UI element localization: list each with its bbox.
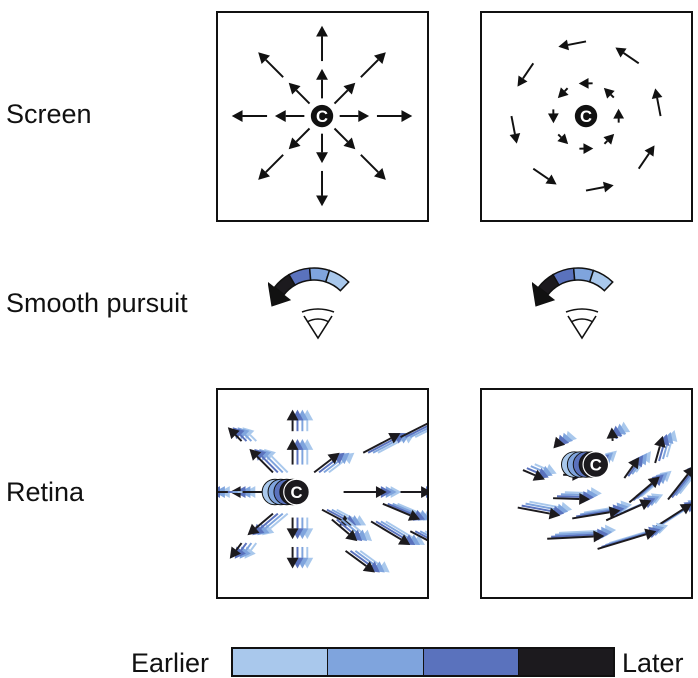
- rotation-arrow: [579, 78, 593, 89]
- pursuit-arc-segment: [590, 270, 613, 290]
- retina-expansion-arrow: [344, 486, 387, 498]
- expansion-arrow-inner: [316, 134, 328, 163]
- retina-rotation-arrow: [624, 457, 639, 478]
- legend-color-step: [424, 649, 519, 675]
- retina-expansion-arrow: [368, 433, 405, 453]
- legend-later-label: Later: [622, 650, 684, 677]
- retina-rotation-panel: C: [480, 388, 693, 599]
- svg-text:C: C: [316, 107, 328, 126]
- eye-icon: [566, 309, 598, 338]
- rotation-arrow: [510, 116, 521, 144]
- expansion-arrow-outer: [258, 155, 283, 180]
- legend-color-step: [328, 649, 423, 675]
- rotation-arrow: [517, 63, 533, 86]
- retina-expansion-panel: C: [216, 388, 429, 599]
- expansion-arrow-outer: [316, 171, 328, 206]
- retina-rotation-arrow: [609, 523, 668, 543]
- row-label-retina: Retina: [6, 479, 84, 506]
- expansion-arrow-inner: [334, 83, 355, 104]
- retina-expansion-arrow: [376, 521, 415, 545]
- center-marker-icon: C: [574, 104, 598, 128]
- rotation-arrow: [639, 145, 655, 168]
- expansion-arrow-outer: [377, 110, 412, 122]
- pursuit-eye-right: [532, 250, 642, 345]
- rotation-arrow: [613, 109, 624, 123]
- expansion-arrow-outer: [258, 52, 283, 77]
- rotation-flow-diagram: C: [482, 13, 691, 220]
- center-marker-icon: C: [310, 104, 334, 128]
- row-label-screen: Screen: [6, 101, 92, 128]
- retina-expansion-flow: C: [218, 390, 427, 597]
- eye-icon: [302, 309, 334, 338]
- legend-color-step: [519, 649, 613, 675]
- rotation-arrow: [604, 88, 615, 99]
- expansion-arrow-inner: [289, 83, 310, 104]
- rotation-arrow: [652, 88, 663, 116]
- rotation-arrow: [579, 143, 593, 154]
- legend-color-step: [233, 649, 328, 675]
- expansion-arrow-outer: [232, 110, 267, 122]
- legend-time-colorbar: [231, 647, 615, 677]
- row-label-pursuit: Smooth pursuit: [6, 290, 188, 317]
- expansion-arrow-inner: [334, 128, 355, 149]
- pursuit-eye-left: [268, 250, 378, 345]
- expansion-arrow-inner: [289, 128, 310, 149]
- expansion-flow-diagram: C: [218, 13, 427, 220]
- svg-text:C: C: [290, 483, 302, 502]
- rotation-arrow: [558, 40, 586, 51]
- retina-rotation-flow: C: [482, 390, 691, 597]
- svg-text:C: C: [590, 455, 602, 474]
- expansion-arrow-inner: [340, 110, 369, 122]
- screen-rotation-panel: C: [480, 11, 693, 222]
- rotation-arrow: [603, 134, 614, 145]
- retina-expansion-arrow: [400, 486, 427, 498]
- rotation-arrow: [615, 47, 638, 63]
- center-marker-icon: C: [284, 479, 310, 505]
- pursuit-arc-segment: [326, 270, 349, 290]
- expansion-arrow-inner: [316, 69, 328, 98]
- svg-text:C: C: [580, 107, 592, 126]
- rotation-arrow: [533, 169, 556, 185]
- screen-expansion-panel: C: [216, 11, 429, 222]
- rotation-arrow: [558, 87, 569, 98]
- expansion-arrow-inner: [275, 110, 304, 122]
- expansion-arrow-outer: [361, 52, 386, 77]
- legend-earlier-label: Earlier: [131, 650, 209, 677]
- expansion-arrow-outer: [361, 155, 386, 180]
- expansion-arrow-outer: [316, 26, 328, 61]
- rotation-arrow: [548, 109, 559, 123]
- rotation-arrow: [586, 182, 614, 193]
- center-marker-icon: C: [583, 452, 609, 478]
- rotation-arrow: [557, 133, 568, 144]
